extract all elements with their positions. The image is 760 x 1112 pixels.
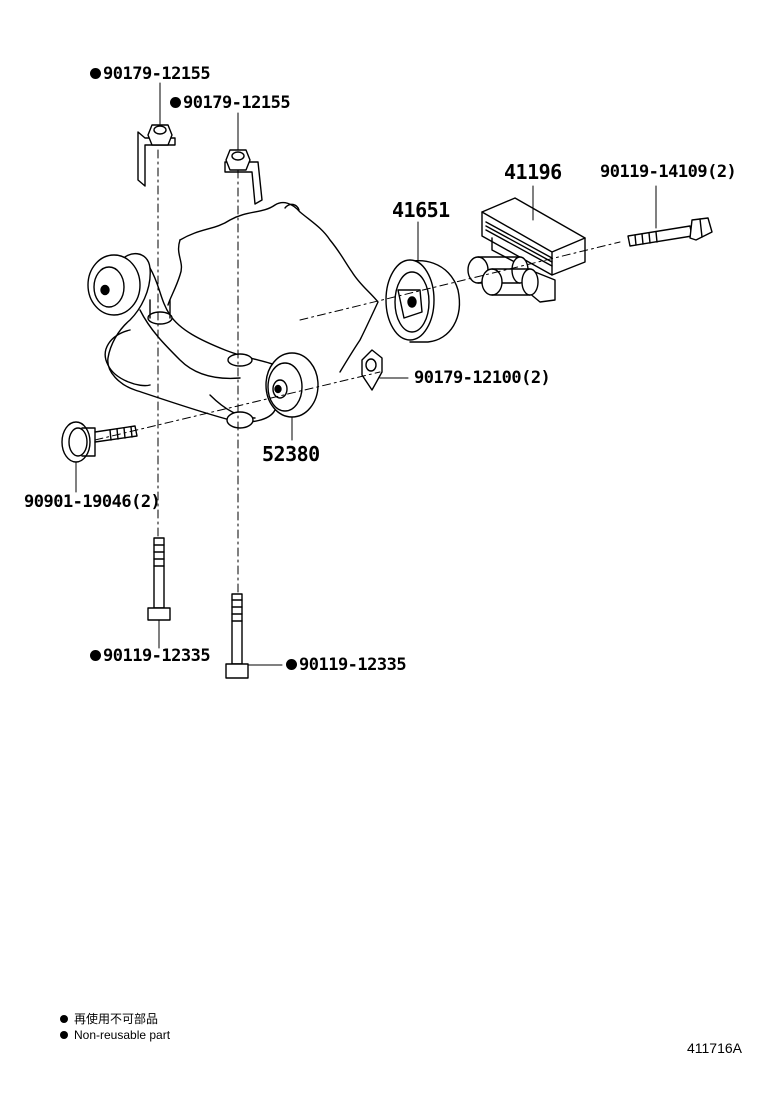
nut-90179-12100 bbox=[361, 349, 383, 391]
part-label-52380: 52380 bbox=[262, 442, 320, 466]
bolt-90179-12155-left bbox=[137, 124, 176, 187]
support-member-52380 bbox=[87, 253, 319, 429]
bolt-90119-12335-left bbox=[147, 537, 171, 621]
legend-english: Non-reusable part bbox=[60, 1028, 170, 1042]
cushion-41651 bbox=[385, 259, 460, 343]
alignment-lines bbox=[94, 149, 621, 595]
part-label-bolt-top-right: 90179-12155 bbox=[170, 93, 291, 113]
part-label-bolt-bottom-left: 90119-12335 bbox=[90, 646, 211, 666]
figure-id: 411716A bbox=[686, 1040, 742, 1056]
non-reusable-dot-icon bbox=[170, 97, 181, 108]
part-label-90119-14109: 90119-14109(2) bbox=[600, 162, 737, 182]
part-label-bolt-bottom-right: 90119-12335 bbox=[286, 655, 407, 675]
part-label-41196: 41196 bbox=[504, 160, 562, 184]
part-label-90901-19046: 90901-19046(2) bbox=[24, 492, 161, 512]
rear-cushion-41196 bbox=[467, 197, 586, 303]
bolt-90119-14109 bbox=[627, 217, 713, 247]
part-label-bolt-top-left: 90179-12155 bbox=[90, 64, 211, 84]
leader-lines bbox=[75, 82, 657, 666]
bolt-90179-12155-right bbox=[224, 149, 263, 205]
part-label-41651: 41651 bbox=[392, 198, 450, 222]
non-reusable-dot-icon bbox=[286, 659, 297, 670]
legend-dot-icon bbox=[60, 1031, 68, 1039]
legend-dot-icon bbox=[60, 1015, 68, 1023]
bolt-90119-12335-right bbox=[225, 593, 249, 679]
differential-housing bbox=[167, 201, 379, 373]
bolt-90901-19046 bbox=[61, 421, 138, 463]
part-label-90179-12100: 90179-12100(2) bbox=[414, 368, 551, 388]
non-reusable-dot-icon bbox=[90, 68, 101, 79]
legend-japanese: 再使用不可部品 bbox=[60, 1010, 158, 1027]
non-reusable-dot-icon bbox=[90, 650, 101, 661]
